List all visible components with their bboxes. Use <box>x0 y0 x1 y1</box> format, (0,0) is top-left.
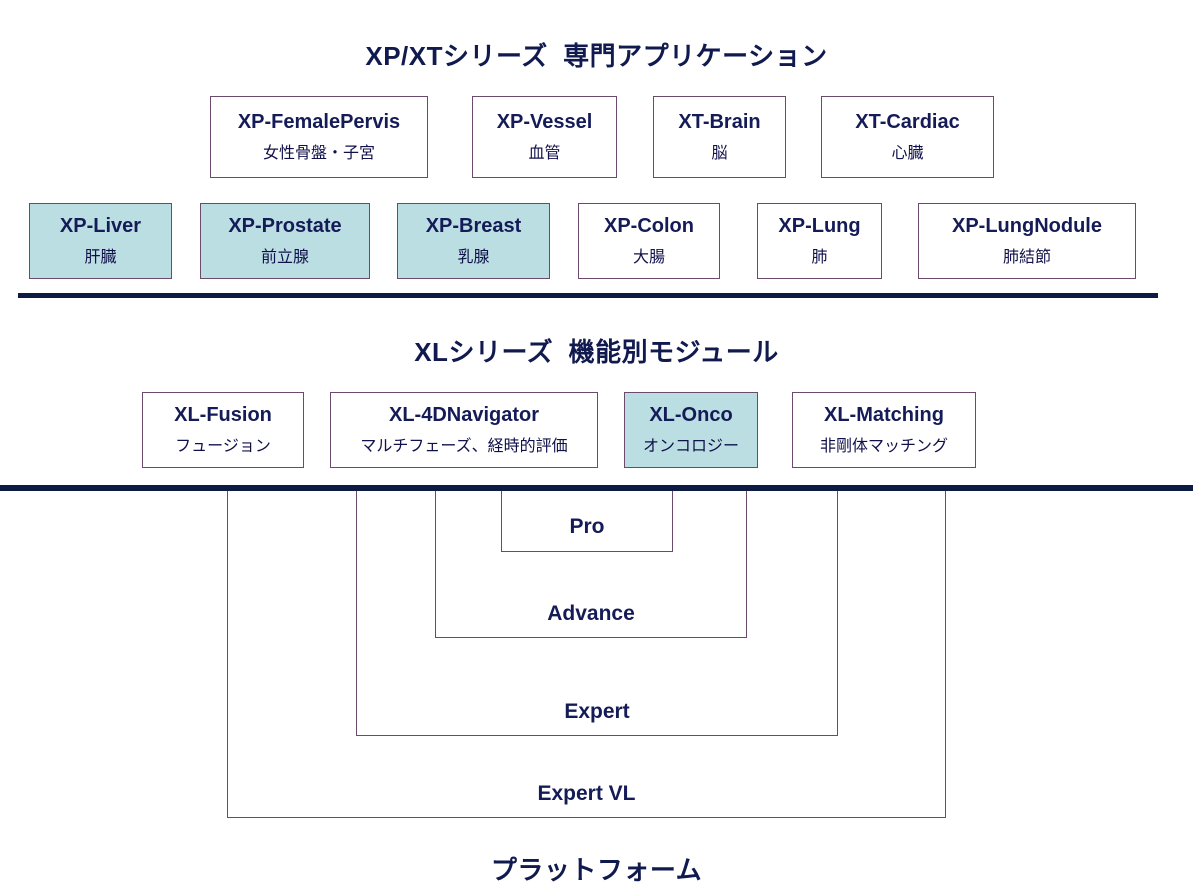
module-name: XP-Colon <box>604 214 694 237</box>
module-box-xl-4dnavigator[interactable]: XL-4DNavigator マルチフェーズ、経時的評価 <box>330 392 598 468</box>
module-desc: 大腸 <box>632 248 665 266</box>
module-box-xp-colon[interactable]: XP-Colon 大腸 <box>578 203 720 279</box>
platform-tier-label: Pro <box>569 515 605 538</box>
module-box-xt-cardiac[interactable]: XT-Cardiac 心臓 <box>821 96 994 178</box>
module-desc: 前立腺 <box>260 248 309 266</box>
section-divider-lower <box>0 485 1193 491</box>
module-desc: 脳 <box>711 144 728 162</box>
platform-tier-label: Expert VL <box>537 782 636 805</box>
module-desc: 乳腺 <box>457 248 490 266</box>
section-title-xpxt: XP/XTシリーズ 専門アプリケーション <box>365 41 828 71</box>
platform-tier-advance[interactable]: Advance <box>435 488 747 638</box>
module-name: XP-Breast <box>425 214 522 237</box>
module-desc: 女性骨盤・子宮 <box>262 144 375 162</box>
module-box-xp-breast[interactable]: XP-Breast 乳腺 <box>397 203 550 279</box>
section-title-platform: プラットフォーム <box>490 855 703 885</box>
module-box-xl-fusion[interactable]: XL-Fusion フュージョン <box>142 392 304 468</box>
module-name: XT-Cardiac <box>855 110 960 133</box>
module-desc: 非剛体マッチング <box>819 437 948 455</box>
platform-tier-expert-vl[interactable]: Expert VL <box>227 488 946 818</box>
module-box-xl-onco[interactable]: XL-Onco オンコロジー <box>624 392 758 468</box>
module-box-xl-matching[interactable]: XL-Matching 非剛体マッチング <box>792 392 976 468</box>
section-divider-upper <box>18 293 1158 298</box>
module-box-xt-brain[interactable]: XT-Brain 脳 <box>653 96 786 178</box>
platform-tier-label: Expert <box>564 700 630 723</box>
module-name: XP-LungNodule <box>952 214 1102 237</box>
module-desc: オンコロジー <box>642 437 739 455</box>
module-box-xp-lung[interactable]: XP-Lung 肺 <box>757 203 882 279</box>
module-name: XL-Onco <box>649 403 733 426</box>
module-desc: 肝臓 <box>84 248 117 266</box>
module-name: XP-Liver <box>59 214 142 237</box>
module-desc: マルチフェーズ、経時的評価 <box>360 437 568 455</box>
platform-tier-pro[interactable]: Pro <box>501 488 673 552</box>
module-desc: 肺 <box>811 248 828 266</box>
module-desc: フュージョン <box>175 437 271 455</box>
module-desc: 肺結節 <box>1002 248 1051 266</box>
module-box-xp-lungnodule[interactable]: XP-LungNodule 肺結節 <box>918 203 1136 279</box>
module-box-xp-prostate[interactable]: XP-Prostate 前立腺 <box>200 203 370 279</box>
module-box-xp-liver[interactable]: XP-Liver 肝臓 <box>29 203 172 279</box>
module-box-xp-femalepervis[interactable]: XP-FemalePervis 女性骨盤・子宮 <box>210 96 428 178</box>
module-name: XP-Lung <box>778 214 861 237</box>
platform-tier-label: Advance <box>547 602 635 625</box>
section-title-xl: XLシリーズ 機能別モジュール <box>414 337 779 367</box>
module-name: XP-Prostate <box>228 214 342 237</box>
module-name: XL-4DNavigator <box>388 403 540 426</box>
module-name: XP-FemalePervis <box>237 110 401 133</box>
module-name: XL-Fusion <box>174 403 272 426</box>
platform-tier-expert[interactable]: Expert <box>356 488 838 736</box>
module-name: XT-Brain <box>678 110 761 133</box>
module-name: XP-Vessel <box>496 110 593 133</box>
module-desc: 心臓 <box>891 144 924 162</box>
module-box-xp-vessel[interactable]: XP-Vessel 血管 <box>472 96 617 178</box>
module-desc: 血管 <box>528 144 561 162</box>
module-name: XL-Matching <box>824 403 944 426</box>
